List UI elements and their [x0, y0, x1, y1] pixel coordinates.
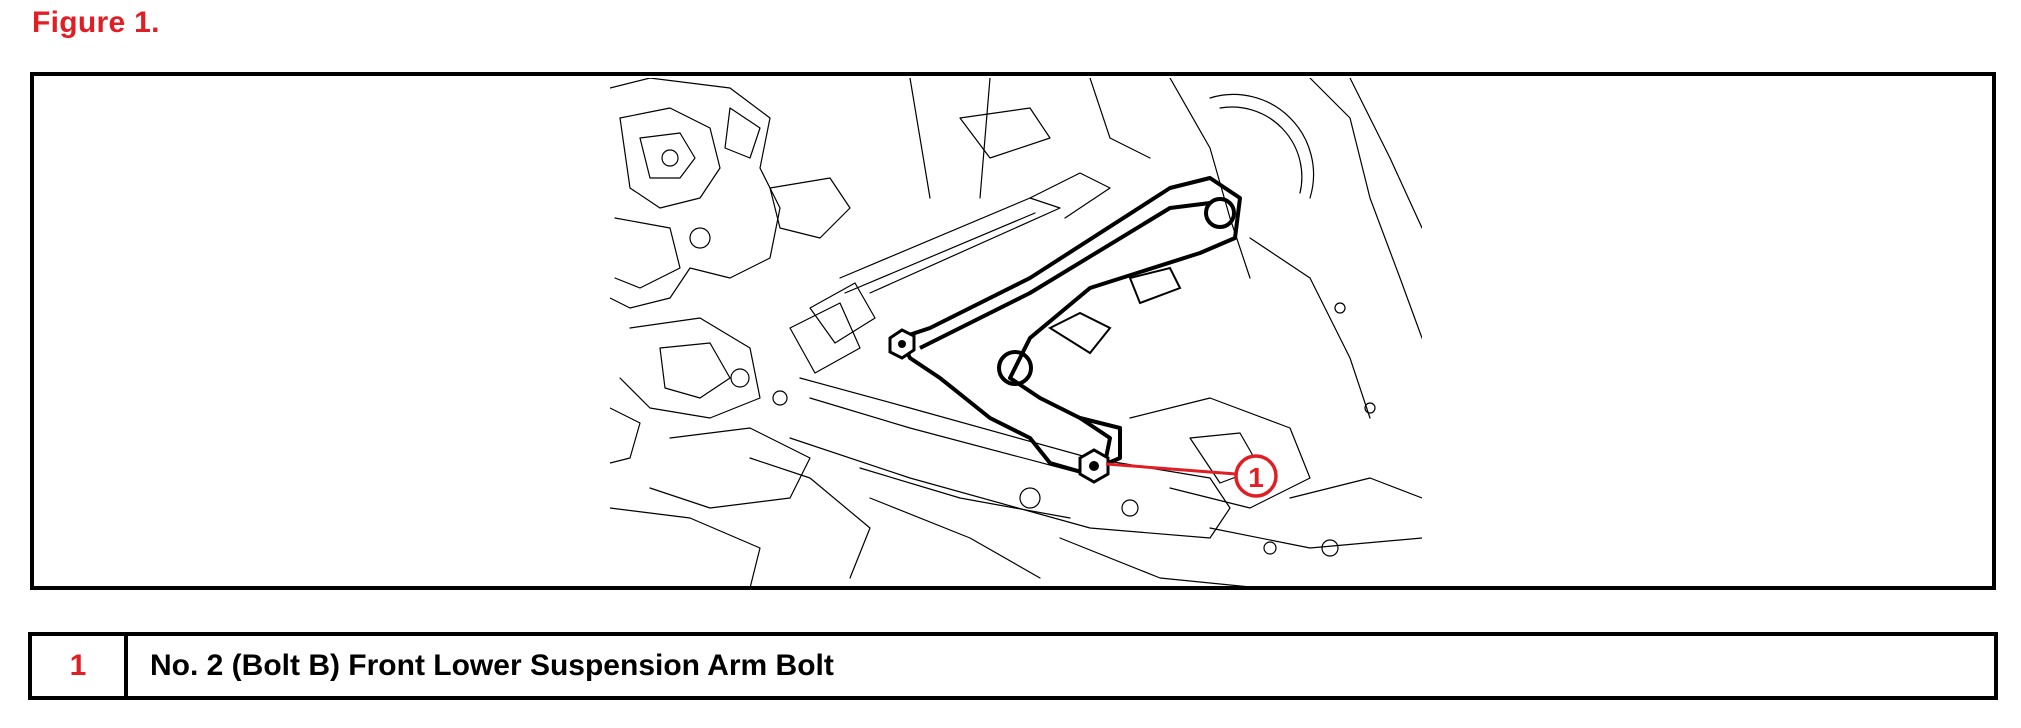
- figure-title: Figure 1.: [32, 6, 160, 39]
- legend-table: 1 No. 2 (Bolt B) Front Lower Suspension …: [28, 632, 1998, 700]
- legend-description-cell: No. 2 (Bolt B) Front Lower Suspension Ar…: [150, 649, 834, 682]
- callout-leader-line: [1105, 462, 1237, 476]
- callout-marker: [1234, 454, 1278, 498]
- figure-frame: [30, 72, 1996, 590]
- legend-number-cell: 1: [32, 636, 128, 696]
- callout-number: 1: [1248, 462, 1264, 493]
- suspension-arm-illustration: 1: [610, 78, 1422, 588]
